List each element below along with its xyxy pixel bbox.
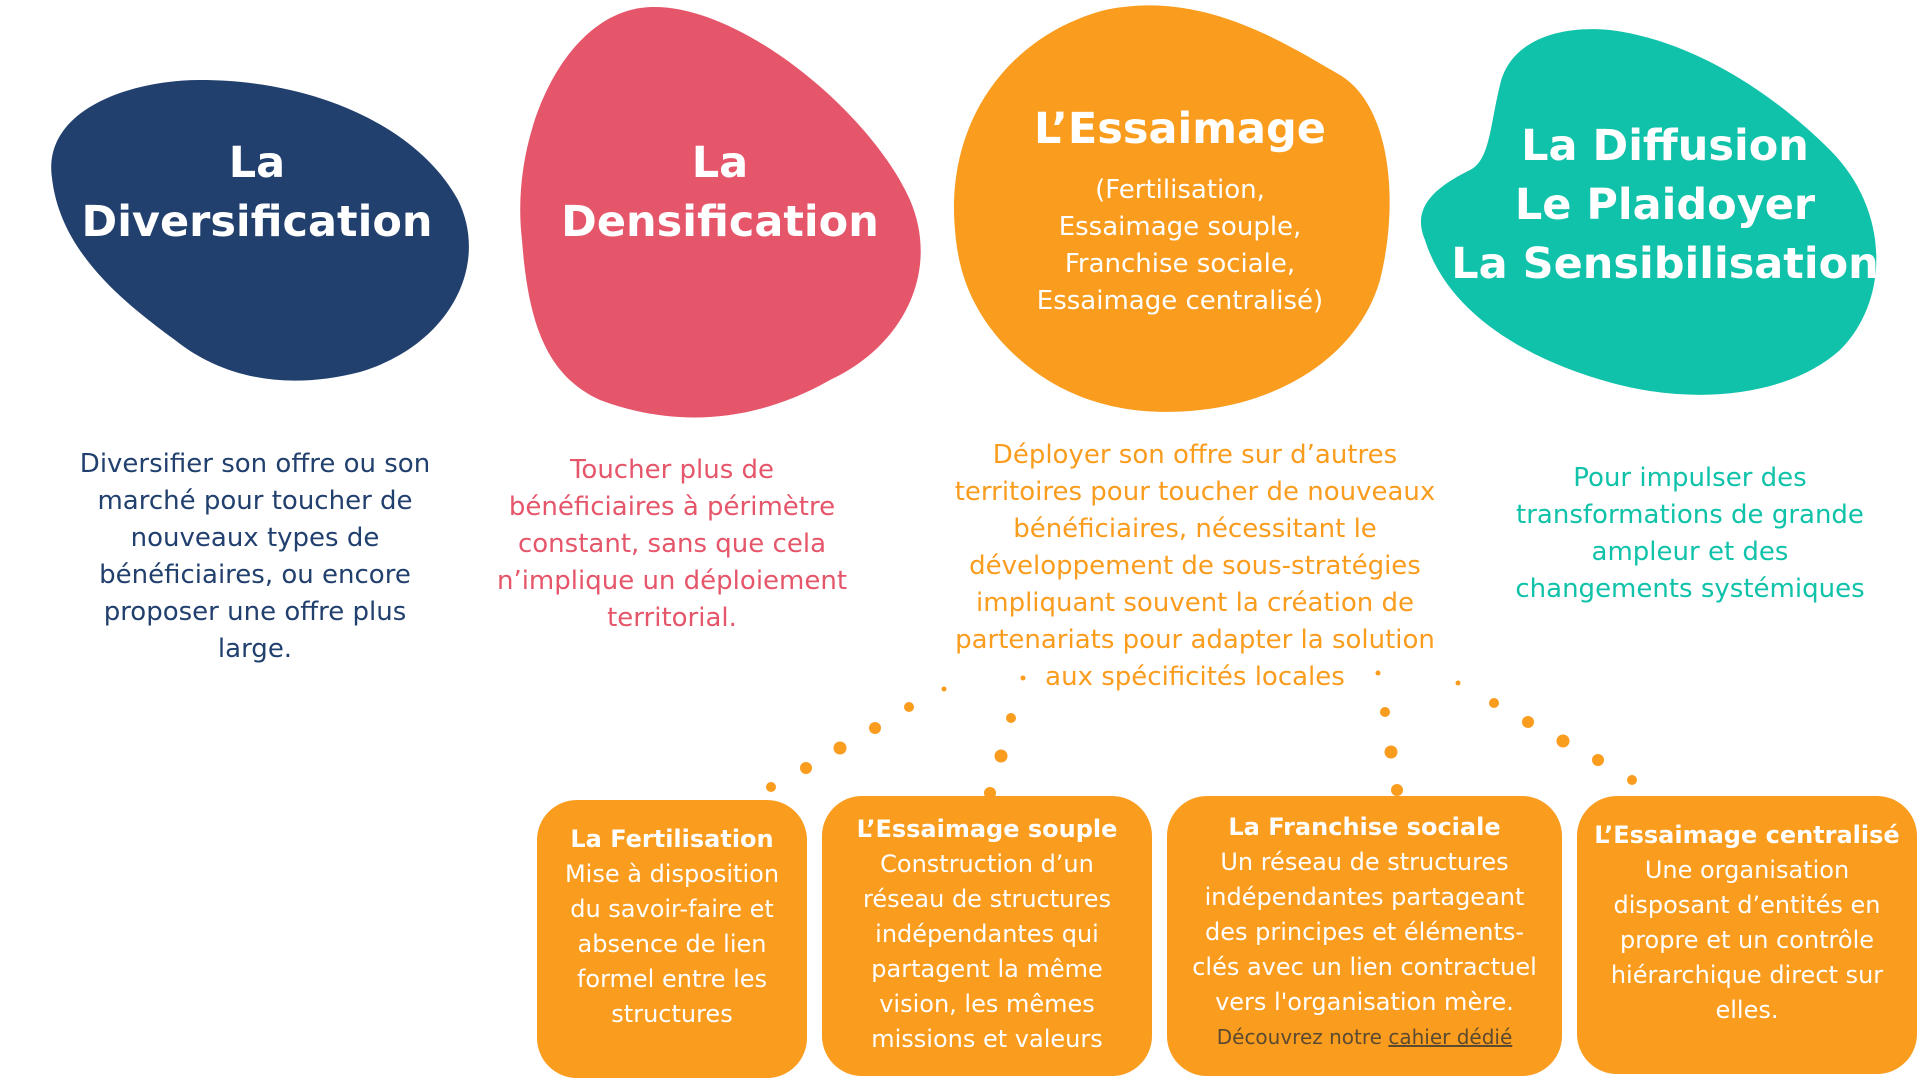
connector-dot — [833, 741, 847, 755]
connector-dot — [1391, 784, 1403, 796]
connector-dot — [941, 686, 947, 692]
connector-dot — [994, 749, 1008, 763]
diffusion-blob — [1421, 29, 1877, 395]
card-body: Une organisation disposant d’entités en … — [1610, 856, 1884, 1024]
connector-dot — [1455, 680, 1461, 686]
card-title: L’Essaimage souple — [856, 815, 1118, 843]
connector-dot — [869, 722, 881, 734]
connector-dot — [1006, 713, 1016, 723]
link-prefix: Découvrez notre — [1216, 1025, 1382, 1049]
connector-dot — [800, 762, 812, 774]
card-fertilisation: La Fertilisation Mise à disposition du s… — [537, 800, 807, 1078]
diversification-blob — [51, 80, 469, 381]
essaimage-title: L’Essaimage — [1034, 104, 1326, 154]
connector-dot — [1489, 698, 1499, 708]
essaimage-description: Déployer son offre sur d’autres territoi… — [954, 440, 1436, 692]
densification-description: Toucher plus de bénéficiaires à périmètr… — [496, 455, 848, 633]
connector-dot — [1380, 707, 1390, 717]
card-title: L’Essaimage centralisé — [1594, 821, 1900, 849]
essaimage-blob — [953, 5, 1390, 412]
essaimage-subtitle: (Fertilisation, Essaimage souple, Franch… — [1036, 175, 1324, 316]
card-essaimage-centralise: L’Essaimage centralisé Une organisation … — [1577, 796, 1917, 1074]
card-body: Mise à disposition du savoir-faire et ab… — [564, 860, 780, 1028]
card-link-line: Découvrez notre cahier dédié — [1167, 1022, 1562, 1052]
connector-dot — [1384, 745, 1398, 759]
diversification-title: La Diversification — [81, 138, 433, 247]
connector-dot — [1556, 734, 1570, 748]
connector-dot — [1592, 754, 1604, 766]
connector-dot — [904, 702, 914, 712]
densification-blob — [520, 6, 921, 418]
densification-title: La Densification — [561, 138, 879, 247]
card-essaimage-souple: L’Essaimage souple Construction d’un rés… — [822, 796, 1152, 1076]
connector-dot — [766, 782, 776, 792]
card-title: La Fertilisation — [570, 825, 774, 853]
connector-dot — [1627, 775, 1637, 785]
connector-dot — [1375, 670, 1381, 676]
card-body: Construction d’un réseau de structures i… — [863, 850, 1111, 1053]
connector-dot — [1020, 675, 1026, 681]
diffusion-description: Pour impulser des transformations de gra… — [1515, 463, 1865, 604]
diffusion-title: La Diffusion Le Plaidoyer La Sensibilisa… — [1451, 121, 1879, 289]
connector-dot — [1522, 716, 1534, 728]
cahier-dedie-link[interactable]: cahier dédié — [1388, 1025, 1513, 1049]
diversification-description: Diversifier son offre ou son marché pour… — [79, 449, 431, 664]
card-title: La Franchise sociale — [1228, 813, 1501, 841]
card-body: Un réseau de structures indépendantes pa… — [1192, 848, 1537, 1016]
card-franchise-sociale: La Franchise sociale Un réseau de struct… — [1167, 796, 1562, 1076]
